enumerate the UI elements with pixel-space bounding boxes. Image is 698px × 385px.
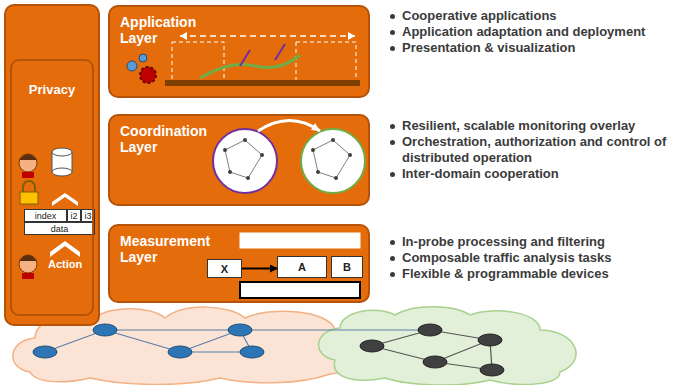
- layer-panel-text: Coordination Layer: [120, 123, 205, 155]
- task-box: A: [277, 256, 327, 278]
- index-cell: index: [24, 209, 67, 222]
- bullet-dot: [390, 46, 395, 51]
- bullet-text: Composable traffic analysis tasks: [402, 250, 612, 265]
- bullet-dot: [390, 240, 395, 245]
- bullet-text: Flexible & programmable devices: [402, 266, 609, 281]
- layer-panel-text: Application Layer: [120, 14, 205, 46]
- layer-panel-text: Measurement Layer: [120, 233, 205, 265]
- task-box-text: A: [298, 261, 306, 273]
- bullet-text: Application adaptation and deployment: [402, 24, 645, 39]
- index-cell-text: index: [35, 211, 57, 221]
- task-box-text: X: [221, 263, 228, 275]
- bullet-item: Cooperative applications: [388, 8, 684, 24]
- index-cell: i2: [67, 209, 81, 222]
- bullet-item: Orchestration, authorization and control…: [388, 134, 684, 166]
- bullet-item: Application adaptation and deployment: [388, 24, 684, 40]
- bullet-text: In-probe processing and filtering: [402, 234, 605, 249]
- bullet-dot: [390, 140, 395, 145]
- bullet-list: Resilient, scalable monitoring overlayOr…: [388, 118, 684, 182]
- bullet-dot: [390, 14, 395, 19]
- bullet-dot: [390, 256, 395, 261]
- bullet-list: Cooperative applicationsApplication adap…: [388, 8, 684, 56]
- task-box: X: [207, 259, 242, 278]
- bullet-text: Inter-domain cooperation: [402, 166, 559, 181]
- index-cell-text: i2: [70, 211, 77, 221]
- icon-caption: Action: [48, 258, 82, 270]
- bullet-item: Presentation & visualization: [388, 40, 684, 56]
- bullet-text: Presentation & visualization: [402, 40, 575, 55]
- privacy-panel-text: Privacy: [6, 82, 98, 97]
- bullet-dot: [390, 172, 395, 177]
- bullet-item: Flexible & programmable devices: [388, 266, 684, 282]
- bullet-item: Inter-domain cooperation: [388, 166, 684, 182]
- task-box: B: [331, 256, 363, 278]
- bullet-text: Orchestration, authorization and control…: [402, 134, 666, 165]
- flow-arrow: [242, 268, 277, 270]
- bullet-item: In-probe processing and filtering: [388, 234, 684, 250]
- bullet-dot: [390, 30, 395, 35]
- task-box-text: B: [343, 261, 351, 273]
- bullet-text: Cooperative applications: [402, 8, 557, 23]
- bullet-dot: [390, 124, 395, 129]
- bullet-list: In-probe processing and filteringComposa…: [388, 234, 684, 282]
- bullet-item: Resilient, scalable monitoring overlay: [388, 118, 684, 134]
- bullet-item: Composable traffic analysis tasks: [388, 250, 684, 266]
- index-cell-text: i3: [84, 211, 91, 221]
- bullet-text: Resilient, scalable monitoring overlay: [402, 118, 635, 133]
- data-cell-text: data: [51, 224, 69, 234]
- bullet-dot: [390, 272, 395, 277]
- data-cell: data: [24, 222, 95, 235]
